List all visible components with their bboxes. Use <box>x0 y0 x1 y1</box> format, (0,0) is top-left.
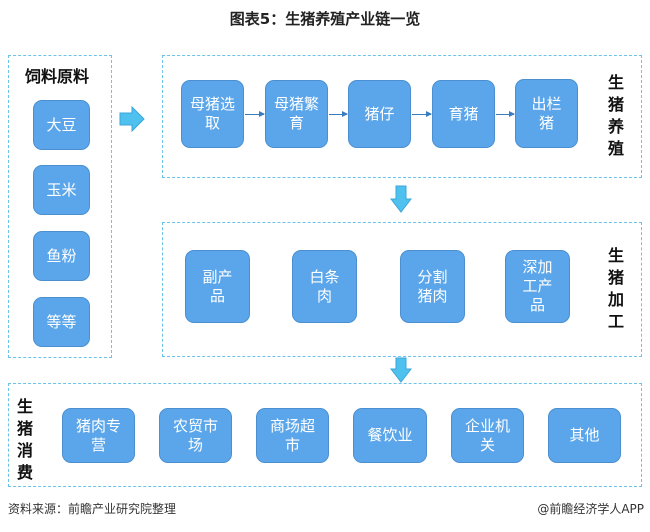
flow-arrow-icon <box>496 111 515 117</box>
processing-label: 生猪加工 <box>607 246 624 331</box>
credit-note: @前瞻经济学人APP <box>537 502 644 516</box>
flow-arrow-icon <box>329 111 348 117</box>
down-arrow-icon <box>390 185 412 213</box>
consumption-item: 其他 <box>548 408 621 463</box>
flow-arrow-icon <box>245 111 265 117</box>
breeding-step: 猪仔 <box>348 80 411 148</box>
feed-item: 玉米 <box>33 165 90 215</box>
consumption-item: 企业机关 <box>451 408 524 463</box>
feed-label: 饲料原料 <box>25 67 90 86</box>
breeding-step: 母猪选取 <box>181 80 244 148</box>
breeding-label: 生猪养殖 <box>607 73 624 158</box>
processing-item: 分割猪肉 <box>400 250 465 323</box>
flow-arrow-icon <box>412 111 432 117</box>
consumption-item: 餐饮业 <box>353 408 427 463</box>
consumption-frame <box>8 383 642 487</box>
chart-title: 图表5：生猪养殖产业链一览 <box>229 10 421 28</box>
breeding-step: 出栏猪 <box>515 79 578 148</box>
down-arrow-icon <box>390 357 412 383</box>
consumption-item: 猪肉专营 <box>62 408 135 463</box>
breeding-step: 母猪繁育 <box>265 80 328 148</box>
right-arrow-icon <box>119 106 145 132</box>
processing-frame <box>162 222 642 357</box>
breeding-step: 育猪 <box>432 80 495 148</box>
consumption-item: 商场超市 <box>256 408 329 463</box>
source-note: 资料来源：前瞻产业研究院整理 <box>8 502 177 516</box>
processing-item: 副产品 <box>185 250 250 323</box>
processing-item: 白条肉 <box>292 250 357 323</box>
feed-item: 大豆 <box>33 100 90 150</box>
feed-item: 等等 <box>33 297 90 347</box>
processing-item: 深加工产品 <box>505 250 570 323</box>
breeding-frame <box>162 55 642 178</box>
consumption-item: 农贸市场 <box>159 408 232 463</box>
feed-frame <box>8 55 112 358</box>
feed-item: 鱼粉 <box>33 231 90 281</box>
consumption-label: 生猪消费 <box>16 397 33 482</box>
